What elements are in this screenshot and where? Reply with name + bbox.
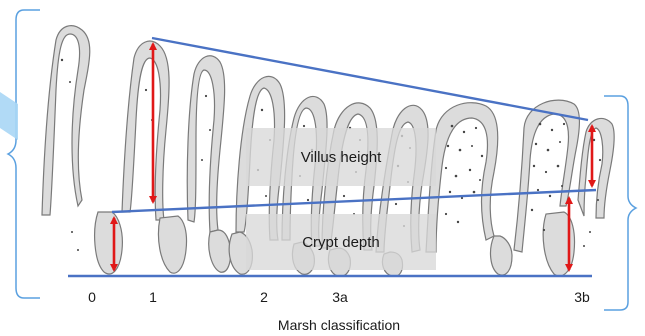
left-bracket xyxy=(8,10,40,298)
stage-label-3b: 3b xyxy=(574,289,590,305)
diagram-caption: Marsh classification xyxy=(278,317,400,333)
villus-1 xyxy=(122,41,169,220)
crypt-1b xyxy=(209,230,231,272)
stage-label-1: 1 xyxy=(149,289,157,305)
stage-labels: 0 1 2 3a 3b xyxy=(88,289,590,305)
villus-height-label: Villus height xyxy=(301,149,382,166)
villus-1b xyxy=(187,56,224,232)
crypt-1 xyxy=(158,216,186,273)
stage-label-2: 2 xyxy=(260,289,268,305)
stage-label-3a: 3a xyxy=(332,289,348,305)
crypt-3b-a xyxy=(491,236,512,275)
crypt-0 xyxy=(95,212,123,274)
stage-label-0: 0 xyxy=(88,289,96,305)
villus-3b-c xyxy=(578,118,614,218)
crypt-depth-label: Crypt depth xyxy=(302,234,380,251)
villus-0 xyxy=(42,26,90,215)
villus-3b-a xyxy=(426,103,498,252)
